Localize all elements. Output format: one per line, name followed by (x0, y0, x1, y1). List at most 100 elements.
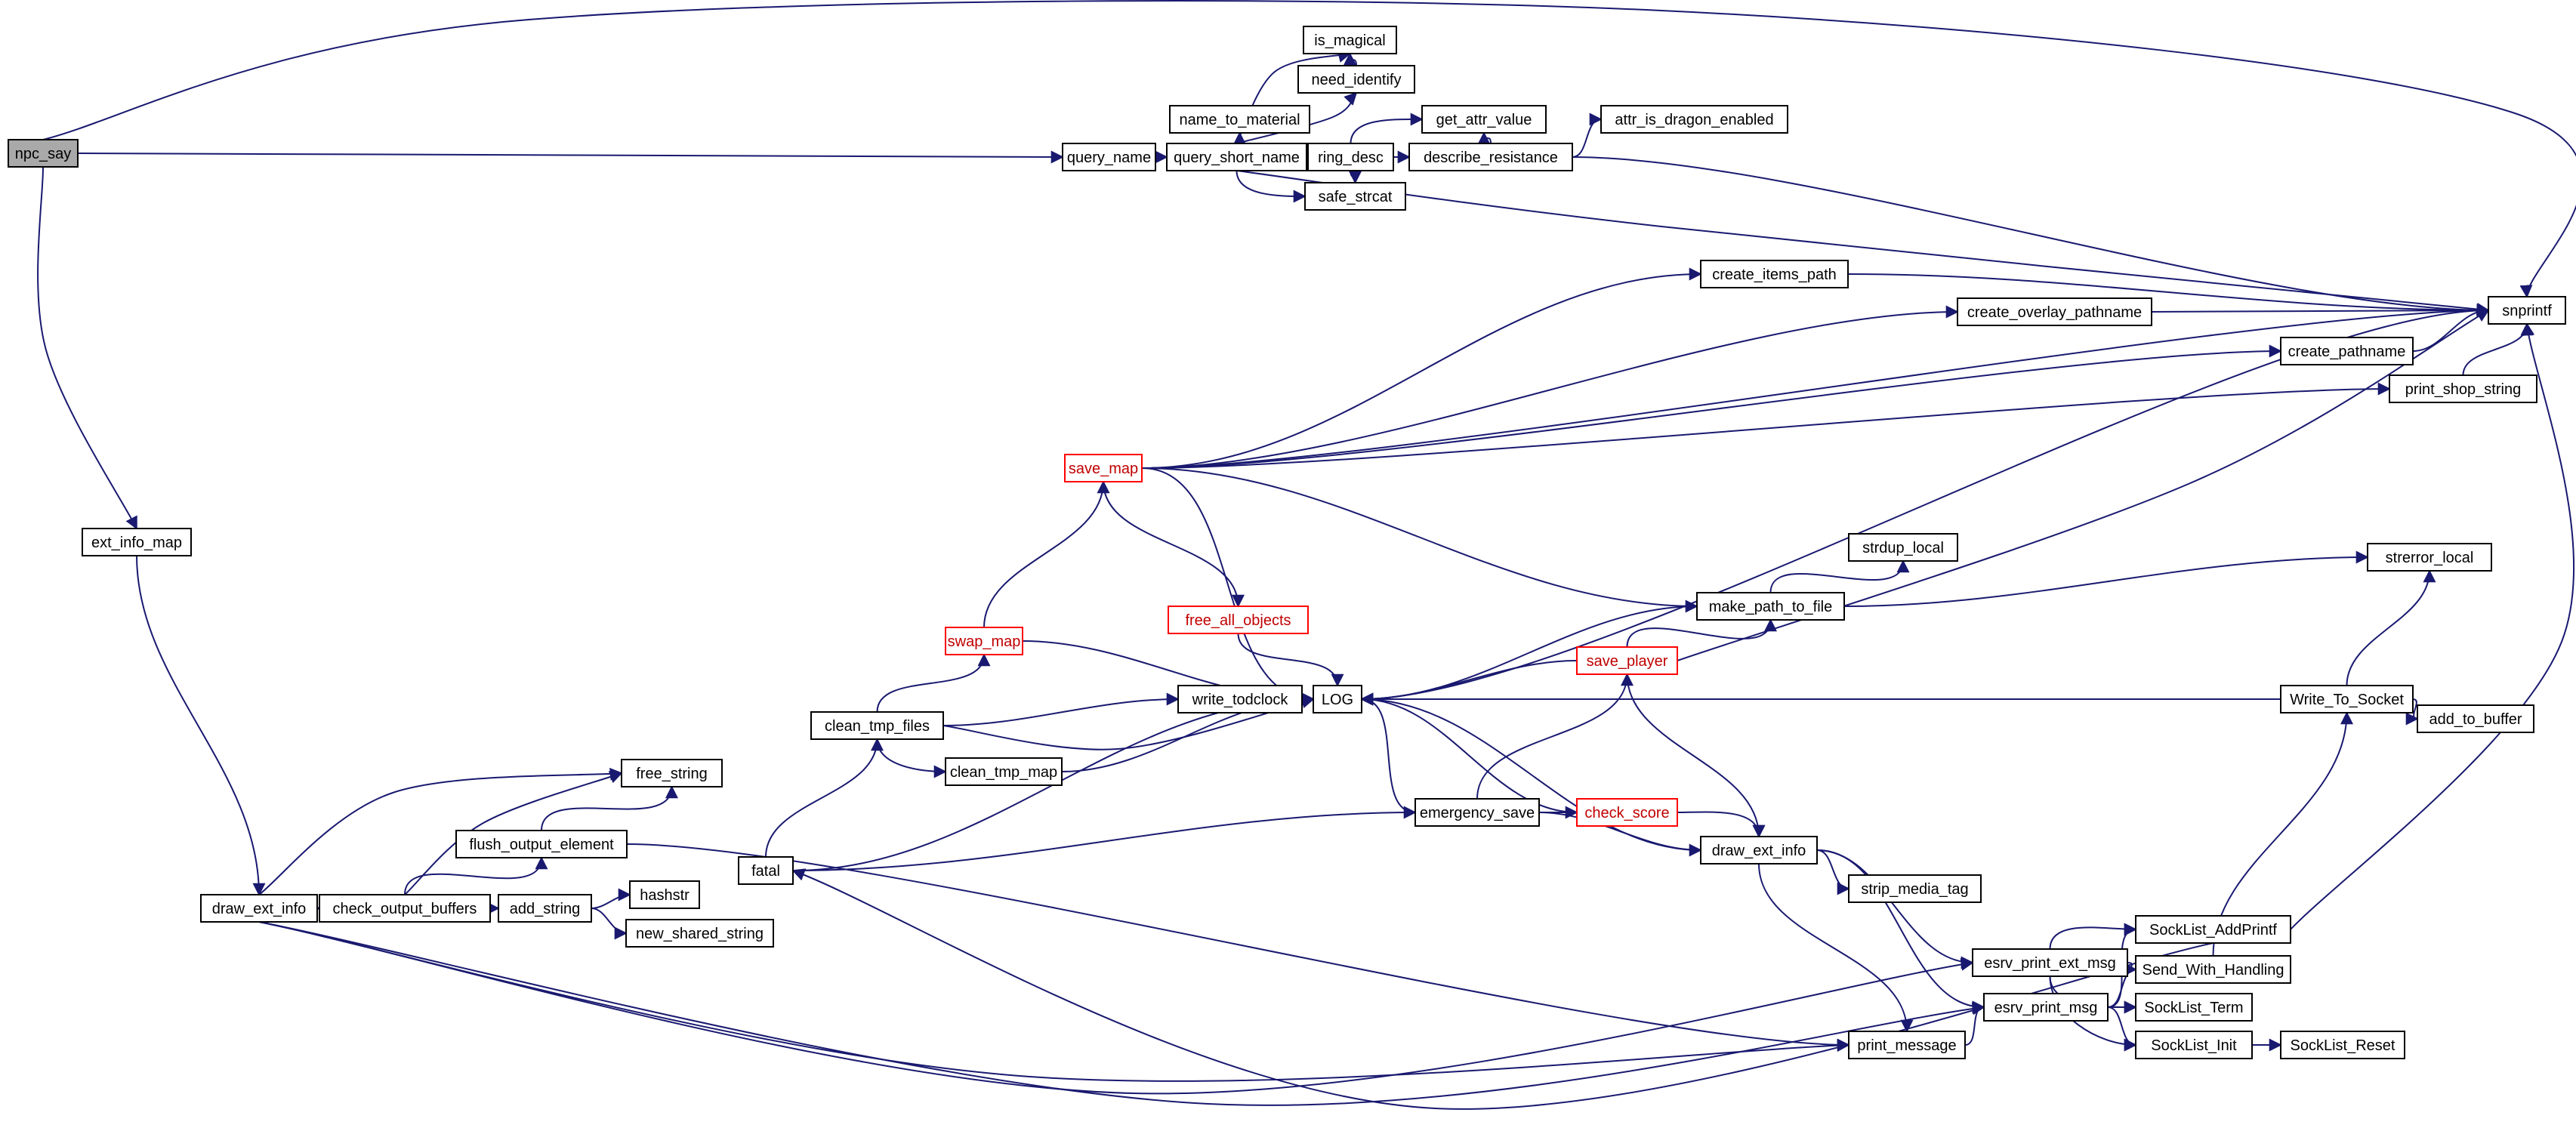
node-SockList_Init[interactable]: SockList_Init (2135, 1031, 2253, 1059)
node-fatal[interactable]: fatal (738, 856, 794, 885)
node-box-query_short_name[interactable] (1166, 143, 1307, 171)
node-free_all_objects[interactable]: free_all_objects (1168, 606, 1309, 634)
node-box-swap_map[interactable] (945, 627, 1023, 655)
node-box-SockList_AddPrintf[interactable] (2135, 915, 2291, 944)
node-box-ring_desc[interactable] (1307, 143, 1394, 171)
node-box-clean_tmp_files[interactable] (810, 711, 944, 740)
node-box-add_to_buffer[interactable] (2417, 704, 2534, 733)
node-box-fatal[interactable] (738, 856, 794, 885)
node-clean_tmp_files[interactable]: clean_tmp_files (810, 711, 944, 740)
node-box-new_shared_string[interactable] (625, 919, 774, 948)
node-box-query_name[interactable] (1062, 143, 1156, 171)
node-create_pathname[interactable]: create_pathname (2280, 337, 2414, 365)
node-box-clean_tmp_map[interactable] (945, 757, 1063, 786)
node-emergency_save[interactable]: emergency_save (1414, 798, 1540, 827)
node-box-strip_media_tag[interactable] (1848, 874, 1982, 903)
node-get_attr_value[interactable]: get_attr_value (1421, 105, 1547, 134)
node-box-SockList_Init[interactable] (2135, 1031, 2253, 1059)
node-box-free_string[interactable] (621, 759, 723, 787)
node-box-Send_With_Handling[interactable] (2135, 955, 2291, 984)
node-SockList_Reset[interactable]: SockList_Reset (2280, 1031, 2405, 1059)
node-box-Write_To_Socket[interactable] (2280, 685, 2414, 713)
node-box-esrv_print_msg[interactable] (1983, 993, 2109, 1022)
node-box-hashstr[interactable] (629, 880, 700, 909)
node-strip_media_tag[interactable]: strip_media_tag (1848, 874, 1982, 903)
node-attr_is_dragon_enabled[interactable]: attr_is_dragon_enabled (1600, 105, 1788, 134)
node-box-make_path_to_file[interactable] (1696, 592, 1845, 621)
node-box-get_attr_value[interactable] (1421, 105, 1547, 134)
node-query_short_name[interactable]: query_short_name (1166, 143, 1307, 171)
node-box-save_map[interactable] (1064, 454, 1143, 482)
node-save_player[interactable]: save_player (1576, 646, 1678, 675)
node-new_shared_string[interactable]: new_shared_string (625, 919, 774, 948)
node-save_map[interactable]: save_map (1064, 454, 1143, 482)
node-box-save_player[interactable] (1576, 646, 1678, 675)
node-check_output_buffers[interactable]: check_output_buffers (319, 894, 491, 923)
node-box-is_magical[interactable] (1303, 26, 1397, 54)
node-query_name[interactable]: query_name (1062, 143, 1156, 171)
node-box-create_pathname[interactable] (2280, 337, 2414, 365)
node-name_to_material[interactable]: name_to_material (1169, 105, 1310, 134)
node-need_identify[interactable]: need_identify (1297, 65, 1415, 94)
node-box-create_overlay_pathname[interactable] (1957, 297, 2152, 326)
node-hashstr[interactable]: hashstr (629, 880, 700, 909)
node-box-strdup_local[interactable] (1848, 533, 1958, 562)
node-box-name_to_material[interactable] (1169, 105, 1310, 134)
node-box-draw_ext_info_r[interactable] (1700, 836, 1818, 864)
node-add_string[interactable]: add_string (498, 894, 592, 923)
node-box-free_all_objects[interactable] (1168, 606, 1309, 634)
node-LOG[interactable]: LOG (1313, 685, 1362, 713)
node-draw_ext_info_l[interactable]: draw_ext_info (200, 894, 318, 923)
node-box-add_string[interactable] (498, 894, 592, 923)
node-box-check_output_buffers[interactable] (319, 894, 491, 923)
node-box-ext_info_map[interactable] (82, 528, 192, 556)
node-print_message[interactable]: print_message (1848, 1031, 1966, 1059)
node-box-emergency_save[interactable] (1414, 798, 1540, 827)
node-box-SockList_Term[interactable] (2135, 993, 2253, 1022)
node-box-print_message[interactable] (1848, 1031, 1966, 1059)
node-box-create_items_path[interactable] (1700, 260, 1849, 288)
node-add_to_buffer[interactable]: add_to_buffer (2417, 704, 2534, 733)
node-esrv_print_ext_msg[interactable]: esrv_print_ext_msg (1972, 948, 2128, 977)
node-flush_output_element[interactable]: flush_output_element (455, 830, 628, 858)
node-safe_strcat[interactable]: safe_strcat (1304, 182, 1406, 211)
node-check_score[interactable]: check_score (1576, 798, 1678, 827)
node-Send_With_Handling[interactable]: Send_With_Handling (2135, 955, 2291, 984)
node-box-flush_output_element[interactable] (455, 830, 628, 858)
node-SockList_AddPrintf[interactable]: SockList_AddPrintf (2135, 915, 2291, 944)
node-ext_info_map[interactable]: ext_info_map (82, 528, 192, 556)
node-box-npc_say[interactable] (8, 139, 79, 168)
node-strerror_local[interactable]: strerror_local (2367, 543, 2492, 572)
node-ring_desc[interactable]: ring_desc (1307, 143, 1394, 171)
node-swap_map[interactable]: swap_map (945, 627, 1023, 655)
node-describe_resistance[interactable]: describe_resistance (1408, 143, 1573, 171)
node-box-describe_resistance[interactable] (1408, 143, 1573, 171)
node-create_overlay_pathname[interactable]: create_overlay_pathname (1957, 297, 2152, 326)
node-box-attr_is_dragon_enabled[interactable] (1600, 105, 1788, 134)
node-is_magical[interactable]: is_magical (1303, 26, 1397, 54)
node-free_string[interactable]: free_string (621, 759, 723, 787)
node-box-SockList_Reset[interactable] (2280, 1031, 2405, 1059)
node-box-check_score[interactable] (1576, 798, 1678, 827)
node-snprintf[interactable]: snprintf (2488, 296, 2566, 325)
node-print_shop_string[interactable]: print_shop_string (2389, 374, 2537, 403)
node-npc_say[interactable]: npc_say (8, 139, 79, 168)
node-strdup_local[interactable]: strdup_local (1848, 533, 1958, 562)
node-write_todclock[interactable]: write_todclock (1177, 685, 1303, 713)
node-box-write_todclock[interactable] (1177, 685, 1303, 713)
node-box-print_shop_string[interactable] (2389, 374, 2537, 403)
node-draw_ext_info_r[interactable]: draw_ext_info (1700, 836, 1818, 864)
node-box-LOG[interactable] (1313, 685, 1362, 713)
node-Write_To_Socket[interactable]: Write_To_Socket (2280, 685, 2414, 713)
node-box-esrv_print_ext_msg[interactable] (1972, 948, 2128, 977)
node-box-strerror_local[interactable] (2367, 543, 2492, 572)
node-box-draw_ext_info_l[interactable] (200, 894, 318, 923)
node-make_path_to_file[interactable]: make_path_to_file (1696, 592, 1845, 621)
node-box-snprintf[interactable] (2488, 296, 2566, 325)
node-create_items_path[interactable]: create_items_path (1700, 260, 1849, 288)
node-box-need_identify[interactable] (1297, 65, 1415, 94)
node-clean_tmp_map[interactable]: clean_tmp_map (945, 757, 1063, 786)
node-esrv_print_msg[interactable]: esrv_print_msg (1983, 993, 2109, 1022)
node-SockList_Term[interactable]: SockList_Term (2135, 993, 2253, 1022)
node-box-safe_strcat[interactable] (1304, 182, 1406, 211)
